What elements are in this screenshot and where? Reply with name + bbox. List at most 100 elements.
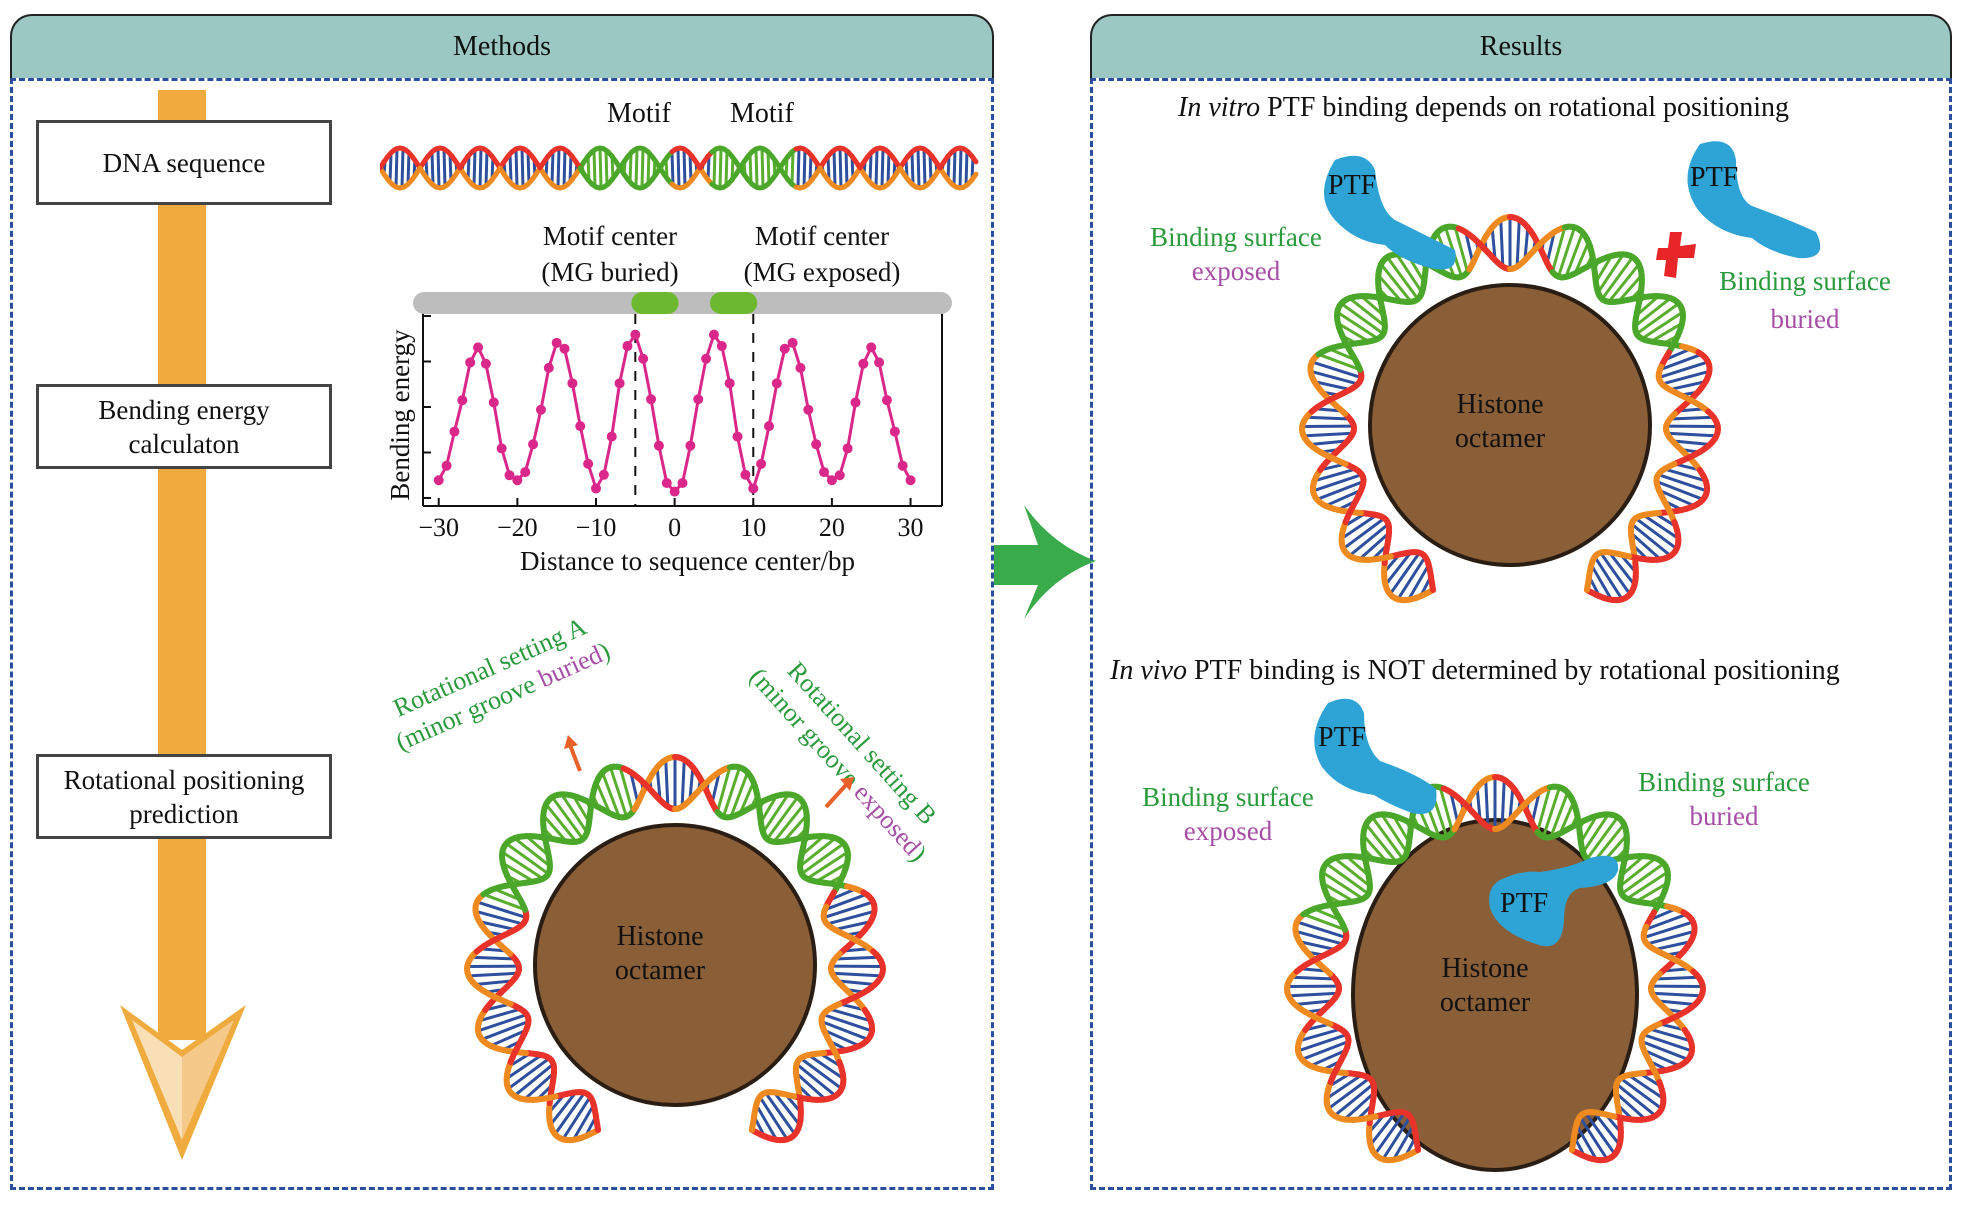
base-pair: [1581, 813, 1610, 854]
base-pair: [474, 979, 513, 987]
base-pair: [1371, 816, 1405, 860]
base-pair: [1656, 480, 1704, 501]
base-pair: [655, 767, 662, 801]
base-pair: [835, 955, 879, 961]
data-point: [764, 421, 774, 432]
base-pair: [1643, 1048, 1680, 1068]
data-point: [819, 467, 830, 478]
base-pair: [1654, 940, 1691, 952]
base-pair: [468, 971, 519, 978]
in-vivo-left-binding-label: Binding surface exposed: [1142, 782, 1314, 846]
results-header: Results: [1090, 14, 1952, 78]
data-point: [748, 483, 759, 494]
data-point: [866, 342, 877, 353]
base-pair: [1364, 823, 1398, 863]
base-pair: [1484, 779, 1490, 827]
base-pair: [868, 153, 873, 183]
base-pair: [551, 796, 585, 840]
base-pair: [1321, 870, 1364, 900]
data-point: [583, 458, 594, 469]
base-pair: [874, 148, 879, 188]
base-pair: [1672, 439, 1711, 447]
data-point: [606, 431, 617, 442]
base-pair: [1388, 551, 1421, 596]
histone-label: Histone octamer: [614, 921, 706, 986]
motif-region-2: [710, 292, 758, 314]
base-pair: [800, 835, 825, 857]
base-pair: [1630, 522, 1672, 557]
base-pair: [475, 909, 524, 926]
base-pair: [952, 150, 957, 186]
base-pair: [629, 771, 640, 804]
base-pair: [1635, 882, 1668, 903]
base-pair: [1316, 480, 1364, 501]
base-pair: [436, 148, 441, 188]
base-pair: [1312, 473, 1363, 493]
motif-region-1: [631, 292, 679, 314]
motif-track-bar: [413, 292, 952, 314]
data-point: [771, 378, 782, 389]
data-point: [669, 486, 680, 497]
base-pair: [1380, 813, 1409, 854]
dna-strand-segment: [748, 1122, 756, 1133]
base-pair: [592, 150, 597, 186]
base-pair: [718, 147, 723, 189]
base-pair: [1630, 531, 1662, 561]
x-tick-label: −20: [497, 513, 538, 542]
base-pair: [1464, 231, 1475, 264]
orientation-arrow-b-icon: [824, 777, 854, 809]
data-point: [708, 329, 719, 340]
bending-energy-line: [437, 331, 912, 494]
base-pair: [1669, 380, 1706, 392]
base-pair: [754, 148, 759, 188]
base-pair: [507, 1057, 551, 1090]
data-point: [881, 395, 892, 406]
base-pair: [1396, 555, 1427, 601]
base-pair: [1549, 791, 1570, 838]
base-pair: [1600, 256, 1634, 300]
base-pair: [490, 1028, 527, 1048]
base-pair: [1617, 274, 1643, 303]
data-point: [567, 378, 578, 389]
base-pair: [1317, 352, 1361, 372]
base-pair: [790, 151, 795, 185]
base-pair: [800, 842, 845, 876]
base-pair: [1327, 1077, 1371, 1110]
data-point: [803, 404, 814, 415]
base-pair: [764, 1091, 797, 1136]
base-pair: [796, 148, 801, 188]
base-pair: [1302, 912, 1346, 932]
data-point: [449, 426, 460, 437]
base-pair: [1634, 517, 1678, 550]
base-pair: [471, 955, 515, 961]
base-pair: [523, 1071, 555, 1101]
data-point: [496, 443, 507, 454]
base-pair: [795, 1062, 837, 1097]
base-pair: [1453, 226, 1469, 273]
base-pair: [676, 148, 681, 188]
base-pair: [1299, 940, 1336, 952]
base-pair: [799, 836, 837, 868]
histone-octamer: [1368, 283, 1652, 567]
histone-octamer: [533, 823, 817, 1107]
base-pair: [478, 147, 483, 189]
data-point: [850, 397, 861, 408]
base-pair: [916, 148, 921, 188]
motif-label-2: Motif: [730, 98, 794, 129]
base-pair: [1379, 263, 1413, 303]
base-pair: [1634, 296, 1672, 328]
base-pair: [514, 148, 519, 188]
base-pair: [1573, 241, 1590, 274]
base-pair: [766, 151, 771, 185]
base-pair: [1579, 815, 1598, 843]
data-point: [653, 440, 664, 451]
base-pair: [634, 148, 639, 188]
data-point: [874, 357, 885, 368]
base-pair: [502, 862, 535, 883]
base-pair: [1649, 1027, 1692, 1043]
motif-center-b-label: Motif center (MG exposed): [743, 221, 901, 287]
base-pair: [550, 151, 555, 185]
base-pair: [604, 150, 609, 186]
base-pair: [1381, 1115, 1412, 1161]
base-pair: [958, 147, 963, 189]
